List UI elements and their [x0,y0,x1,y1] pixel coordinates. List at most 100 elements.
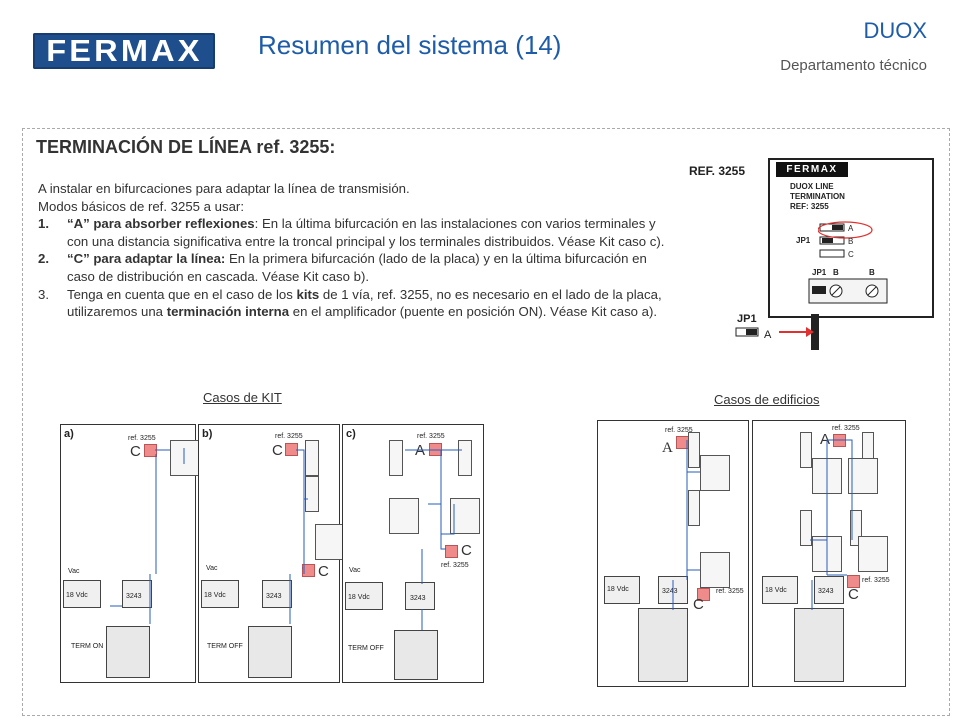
monitor-icon [688,490,700,526]
monitor-icon [848,458,878,494]
card-line-2: TERMINATION [790,192,845,201]
description-text: A instalar en bifurcaciones para adaptar… [38,180,678,321]
content-frame [22,128,950,716]
jumper-detail-position: A [764,329,772,341]
section-title: TERMINACIÓN DE LÍNEA ref. 3255: [36,137,336,157]
terminal-b2-label: B [869,268,875,277]
intro-line-1: A instalar en bifurcaciones para adaptar… [38,181,410,196]
ref-tag: ref. 3255 [716,588,744,595]
terminator-box [697,588,710,601]
position-b-label: B [848,237,854,246]
logo-text: FERMAX [45,33,203,68]
mode-letter: C [848,586,859,603]
term-label: TERM OFF [207,643,243,650]
door-panel [106,626,150,678]
amplifier [262,580,292,608]
mode-letter: C [272,442,283,459]
kit-cases-title: Casos de KIT [203,390,282,405]
list-number: 1. [38,216,49,232]
monitor-icon [688,432,700,468]
power-supply [201,580,239,608]
ref-label: REF. 3255 [689,164,746,178]
wiring-b [289,449,308,624]
term-label: TERM OFF [348,645,384,652]
terminal-jp1-label: JP1 [812,268,827,277]
case-caption: a) [64,428,74,440]
jumper-cap [832,225,843,230]
note-kits: kits [296,286,320,302]
amp-label: 3243 [662,588,678,595]
jumper-detail-label: JP1 [737,313,757,325]
door-panel [794,608,844,682]
terminator-box [302,564,315,577]
ref-tag: ref. 3255 [862,577,890,584]
department-label: Departamento técnico [780,57,927,74]
monitor-icon [389,440,403,476]
monitor-icon [305,440,319,476]
jumper-detail [735,327,814,337]
list-item: 3.Tenga en cuenta que en el caso de los … [38,286,678,321]
terminal-block [808,278,888,304]
jumper-selector [818,221,873,258]
monitor-icon [315,524,345,560]
case-caption: c) [346,428,356,440]
terminal-b1-label: B [833,268,839,277]
terminator-box [445,545,458,558]
psu-label: 18 Vdc [765,587,787,594]
wiring-a [110,448,185,624]
mode-letter: C [461,542,472,559]
monitor-icon [800,432,812,468]
mode-a-text: : En la última bifurcación en las instal… [67,216,665,249]
amp-label: 3243 [410,595,426,602]
vac-label: Vac [206,565,218,572]
monitor-icon [700,552,730,588]
power-supply [345,582,383,610]
power-supply [604,576,640,604]
note-text-pre: Tenga en cuenta que en el caso de los [67,286,297,302]
case-caption: b) [202,428,213,440]
mode-letter: C [693,596,704,613]
wiring-c [405,449,462,630]
mode-letter: C [130,443,141,460]
terminator-box [847,575,860,588]
door-panel [394,630,438,680]
term-label: TERM ON [71,643,104,650]
mode-letter: C [318,563,329,580]
list-number: 3. [38,286,49,302]
card-line-1: DUOX LINE [790,182,834,191]
monitor-icon [389,498,419,534]
amp-label: 3243 [266,593,282,600]
card-caption: DUOX LINE TERMINATION REF: 3255 [790,182,845,212]
vac-label: Vac [68,568,80,575]
psu-label: 18 Vdc [348,594,370,601]
mode-c-text: En la primera bifurcación (lado de la pl… [67,251,647,284]
vac-label: Vac [349,567,361,574]
jumper-slot-c [819,249,845,258]
fermax-logo: FERMAX [33,33,215,69]
psu-label: 18 Vdc [204,592,226,599]
position-a-label: A [848,224,854,233]
ref-tag: ref. 3255 [665,427,693,434]
connector-leads [811,314,819,350]
mode-c-lead: “C” para adaptar la línea: [67,251,226,267]
ref-tag: ref. 3255 [275,433,303,440]
amplifier [405,582,435,610]
amp-label: 3243 [818,588,834,595]
door-panel [248,626,292,678]
ref-tag: ref. 3255 [441,562,469,569]
monitor-icon [858,536,888,572]
building-cases-title: Casos de edificios [714,392,820,407]
monitor-icon [450,498,480,534]
door-panel [638,608,688,682]
amplifier [814,576,844,604]
page-title: Resumen del sistema (14) [258,30,562,60]
wiring-building-2 [810,439,853,610]
intro-line-2: Modos básicos de ref. 3255 a usar: [38,198,244,214]
card-line-3: REF: 3255 [790,202,829,211]
position-c-label: C [848,250,854,259]
red-arrow-icon [806,327,814,337]
ref-tag: ref. 3255 [832,425,860,432]
modes-list: 1.“A” para absorber reflexiones: En la ú… [38,215,678,321]
note-term: terminación interna [166,304,290,320]
list-item: 2.“C” para adaptar la línea: En la prime… [38,250,678,285]
